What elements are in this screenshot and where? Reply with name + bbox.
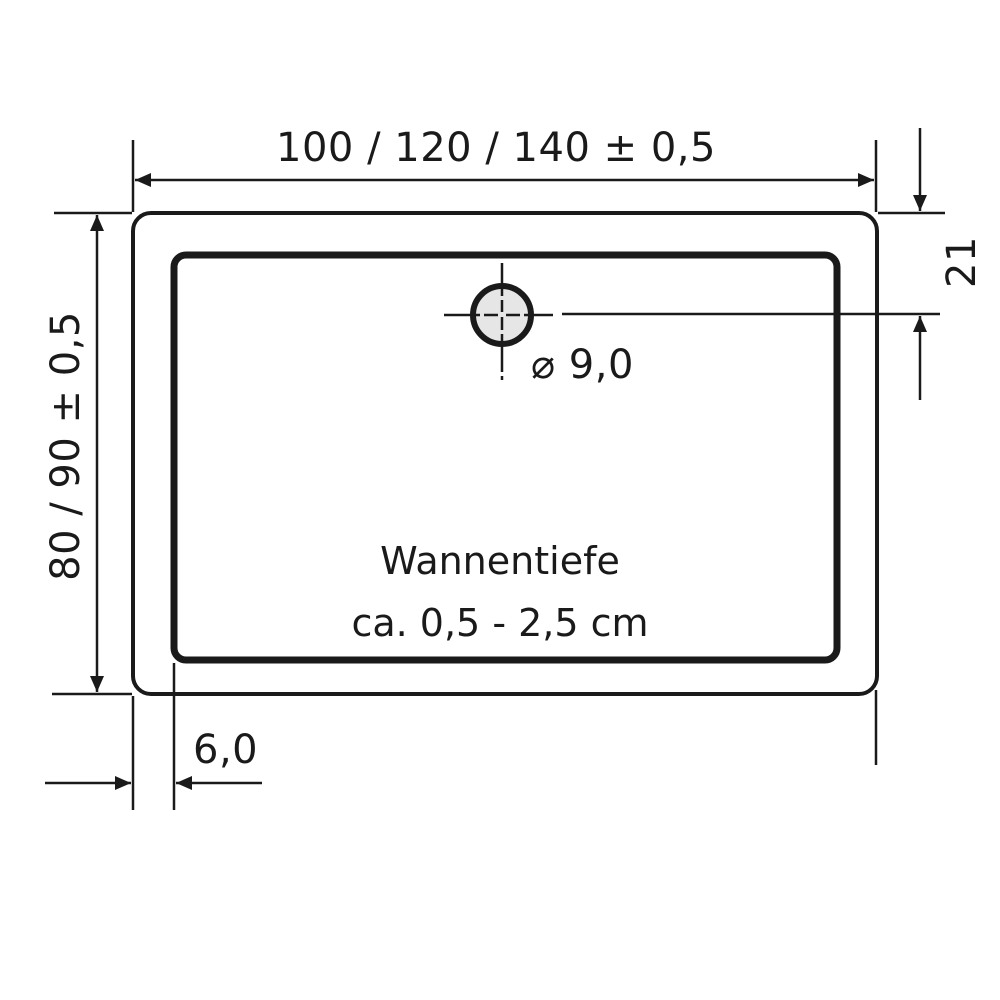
rim-width-label: 6,0 <box>193 727 259 773</box>
depth-dimension-label: 80 / 90 ± 0,5 <box>43 311 89 581</box>
drain-symbol <box>444 263 553 380</box>
tray-outer-outline <box>131 211 879 696</box>
drain-diameter-label: ⌀ 9,0 <box>531 342 634 388</box>
drain-offset-label: 21 <box>939 236 985 288</box>
width-dimension-line <box>131 140 878 212</box>
width-dimension-label: 100 / 120 / 140 ± 0,5 <box>0 128 1000 168</box>
tray-inner-basin <box>170 251 841 664</box>
depth-dimension-line <box>52 211 132 696</box>
tray-depth-title: Wannentiefe <box>380 539 620 583</box>
tray-depth-value: ca. 0,5 - 2,5 cm <box>351 601 649 645</box>
width-dimension-text: 100 / 120 / 140 ± 0,5 <box>276 125 716 171</box>
drain-offset-dimension <box>562 128 945 400</box>
drain-centerlines <box>444 263 553 380</box>
rim-width-dimension <box>45 663 262 810</box>
